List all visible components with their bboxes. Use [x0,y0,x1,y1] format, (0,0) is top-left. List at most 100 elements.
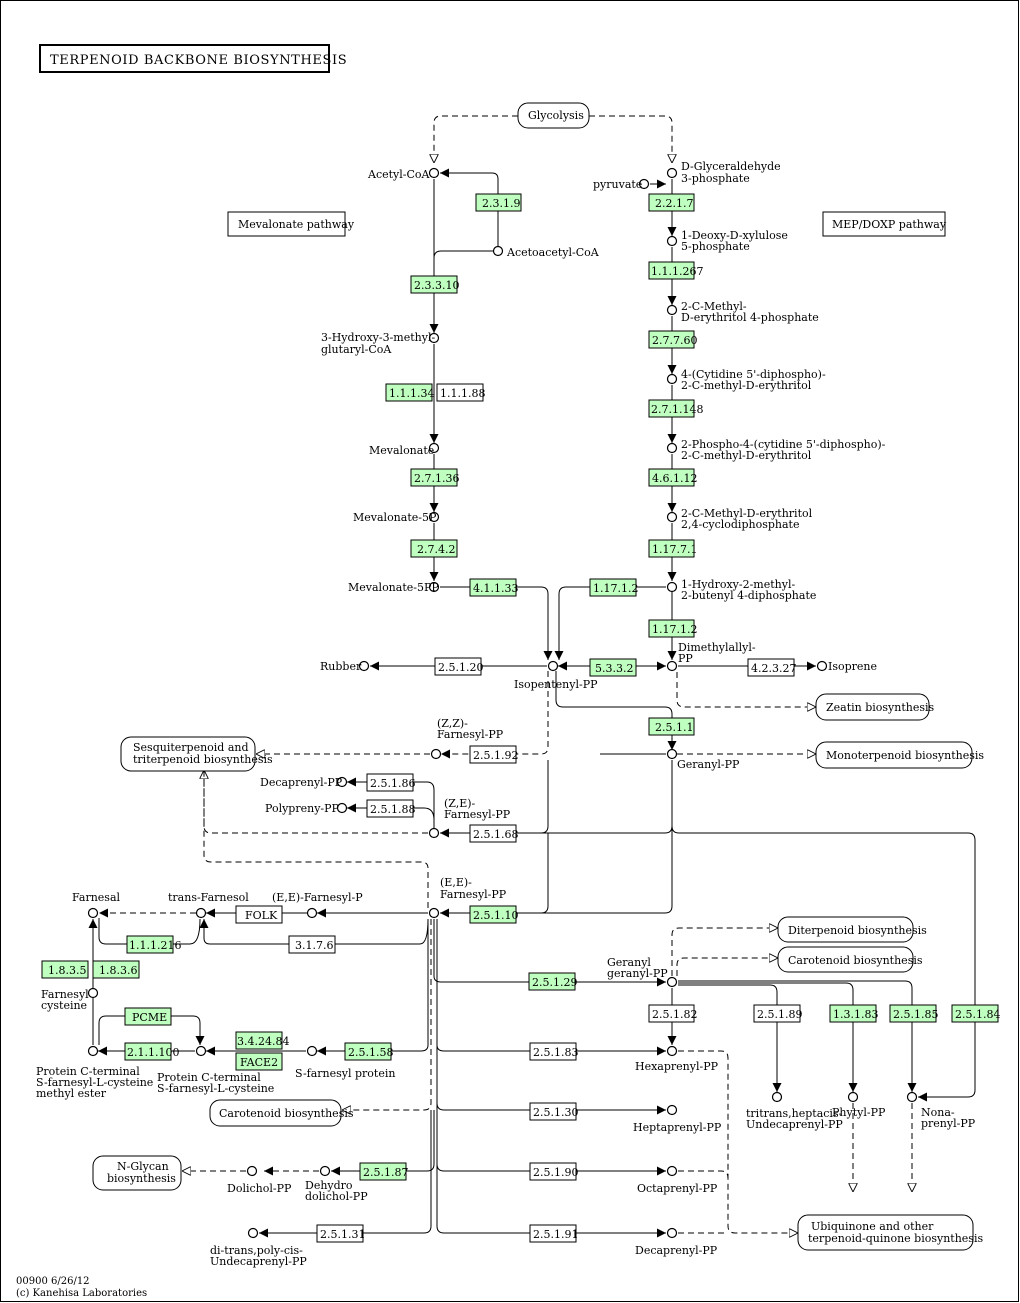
map-sesquiterpenoid[interactable]: Sesquiterpenoid and triterpenoid biosynt… [120,736,273,772]
svg-text:dolichol-PP: dolichol-PP [305,1190,368,1203]
svg-text:Rubber: Rubber [320,660,362,673]
enzyme-5-3-3-2: 5.3.3.2 [589,658,637,677]
svg-text:2-C-methyl-D-erythritol: 2-C-methyl-D-erythritol [681,449,812,462]
svg-text:FOLK: FOLK [245,909,278,922]
enzyme-2-5-1-88: 2.5.1.88 [366,799,415,818]
enzyme-2-5-1-84: 2.5.1.84 [951,1004,1000,1023]
svg-text:S-farnesyl-L-cysteine: S-farnesyl-L-cysteine [36,1076,153,1089]
svg-text:Isopentenyl-PP: Isopentenyl-PP [514,678,598,691]
compound-nodes[interactable] [87,167,918,1239]
compound-gap [666,167,678,179]
svg-text:Farnesyl: Farnesyl [41,988,89,1001]
enzyme-2-3-3-10: 2.3.3.10 [410,275,459,294]
svg-text:terpenoid-quinone biosynthesis: terpenoid-quinone biosynthesis [808,1232,983,1245]
svg-text:Polypreny-PP: Polypreny-PP [265,802,340,815]
enzyme-2-7-1-36: 2.7.1.36 [410,468,459,487]
enzyme-2-5-1-1: 2.5.1.1 [648,717,695,736]
svg-text:5.3.3.2: 5.3.3.2 [595,662,633,675]
svg-text:2.3.3.10: 2.3.3.10 [414,279,459,292]
compound-farnesyl-cysteine [87,987,99,999]
enzyme-1-8-3-5: 1.8.3.5 [41,960,89,979]
compound-mevalonate [428,442,440,454]
svg-text:Decaprenyl-PP: Decaprenyl-PP [260,776,343,789]
map-diterpenoid[interactable]: Diterpenoid biosynthesis [777,916,927,943]
enzyme-2-5-1-31: 2.5.1.31 [316,1224,365,1243]
svg-text:3.1.7.6: 3.1.7.6 [295,939,333,952]
svg-text:S-farnesyl-L-cysteine: S-farnesyl-L-cysteine [157,1082,274,1095]
enzyme-2-2-1-7: 2.2.1.7 [648,193,695,212]
svg-text:Mevalonate-5PP: Mevalonate-5PP [348,581,439,594]
svg-text:3-Hydroxy-3-methyl-: 3-Hydroxy-3-methyl- [321,331,435,344]
svg-text:Farnesyl-PP: Farnesyl-PP [437,728,504,741]
svg-text:1.1.1.88: 1.1.1.88 [440,387,485,400]
enzyme-2-5-1-82: 2.5.1.82 [648,1004,697,1023]
svg-text:(Z,Z)-: (Z,Z)- [437,717,468,730]
svg-text:cysteine: cysteine [41,999,87,1012]
svg-text:1-Deoxy-D-xylulose: 1-Deoxy-D-xylulose [681,229,788,242]
svg-text:1.1.1.216: 1.1.1.216 [129,939,181,952]
svg-text:Carotenoid biosynthesis: Carotenoid biosynthesis [219,1107,354,1120]
svg-text:Decaprenyl-PP: Decaprenyl-PP [635,1244,718,1257]
enzyme-2-5-1-30: 2.5.1.30 [529,1102,578,1121]
map-glycolysis[interactable]: Glycolysis [517,102,590,129]
map-carotenoid-right[interactable]: Carotenoid biosynthesis [777,946,923,973]
mep-pathway-label: MEP/DOXP pathway [832,218,947,231]
svg-text:4.2.3.27: 4.2.3.27 [751,662,796,675]
svg-text:3.4.24.84: 3.4.24.84 [237,1035,289,1048]
compound-mevalonate-5p [428,511,440,523]
svg-text:1.17.1.2: 1.17.1.2 [593,582,638,595]
svg-text:trans-Farnesol: trans-Farnesol [168,891,249,904]
svg-text:1.17.1.2: 1.17.1.2 [652,623,697,636]
svg-text:Dolichol-PP: Dolichol-PP [227,1182,292,1195]
svg-text:tritrans,heptacis-: tritrans,heptacis- [746,1107,843,1120]
compound-ee-fp [306,907,318,919]
enzyme-1-1-1-267: 1.1.1.267 [648,261,703,280]
compound-octaprenyl [666,1165,678,1177]
map-carotenoid-left[interactable]: Carotenoid biosynthesis [209,1099,354,1127]
reaction-lines [88,115,976,1238]
svg-text:2.5.1.90: 2.5.1.90 [533,1166,578,1179]
svg-text:1.8.3.5: 1.8.3.5 [48,964,86,977]
svg-text:Dehydro: Dehydro [305,1179,353,1192]
enzyme-2-5-1-58: 2.5.1.58 [344,1042,393,1061]
svg-text:1.17.7.1: 1.17.7.1 [652,543,697,556]
svg-text:N-Glycan: N-Glycan [117,1160,169,1173]
svg-text:D-erythritol 4-phosphate: D-erythritol 4-phosphate [681,311,819,324]
svg-text:Undecaprenyl-PP: Undecaprenyl-PP [210,1255,307,1268]
svg-text:Nona-: Nona- [921,1106,955,1119]
svg-text:2.5.1.31: 2.5.1.31 [320,1228,365,1241]
svg-text:Diterpenoid biosynthesis: Diterpenoid biosynthesis [788,924,927,937]
compound-ggpp [666,976,678,988]
enzyme-2-7-7-60: 2.7.7.60 [648,330,697,349]
map-monoterpenoid[interactable]: Monoterpenoid biosynthesis [815,741,984,769]
svg-text:2.5.1.85: 2.5.1.85 [893,1008,938,1021]
svg-text:Monoterpenoid biosynthesis: Monoterpenoid biosynthesis [826,749,984,762]
svg-text:triterpenoid biosynthesis: triterpenoid biosynthesis [133,753,273,766]
compound-zz-fpp [430,748,442,760]
map-ubiquinone[interactable]: Ubiquinone and other terpenoid-quinone b… [797,1214,983,1251]
map-zeatin[interactable]: Zeatin biosynthesis [815,693,935,721]
enzyme-boxes[interactable]: 2.3.1.9 2.3.3.10 1.1.1.34 1.1.1.88 2.7.1… [41,193,1000,1243]
compound-mevalonate-5pp [428,581,440,593]
svg-text:2.5.1.68: 2.5.1.68 [473,828,518,841]
svg-text:2.5.1.20: 2.5.1.20 [438,661,483,674]
svg-text:prenyl-PP: prenyl-PP [921,1117,976,1130]
enzyme-2-3-1-9: 2.3.1.9 [475,193,522,212]
svg-text:Glycolysis: Glycolysis [528,109,584,122]
svg-text:geranyl-PP: geranyl-PP [607,967,668,980]
svg-text:2-C-Methyl-: 2-C-Methyl- [681,300,747,313]
enzyme-folk: FOLK [235,905,283,924]
svg-text:2.7.1.148: 2.7.1.148 [651,403,703,416]
svg-text:Undecaprenyl-PP: Undecaprenyl-PP [746,1118,843,1131]
svg-text:2.5.1.29: 2.5.1.29 [532,976,577,989]
svg-text:PP: PP [678,652,693,665]
svg-text:Dimethylallyl-: Dimethylallyl- [678,641,756,654]
enzyme-1-17-1-2-a: 1.17.1.2 [589,578,638,597]
svg-text:2-Phospho-4-(cytidine 5'-dipho: 2-Phospho-4-(cytidine 5'-diphospho)- [681,438,886,451]
map-nglycan[interactable]: N-Glycan biosynthesis [92,1155,182,1191]
compound-dolichol [246,1165,258,1177]
svg-text:D-Glyceraldehyde: D-Glyceraldehyde [681,160,781,173]
svg-text:(Z,E)-: (Z,E)- [444,797,476,810]
mevalonate-pathway-label: Mevalonate pathway [238,218,355,231]
svg-text:2.5.1.87: 2.5.1.87 [363,1166,408,1179]
